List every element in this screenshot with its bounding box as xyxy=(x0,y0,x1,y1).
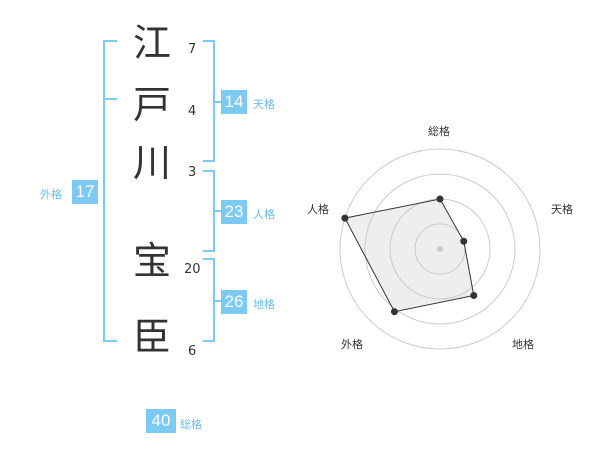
radar-axis-label-gaikaku: 外格 xyxy=(341,338,363,351)
name-char-4: 宝 xyxy=(132,239,171,283)
radar-grid xyxy=(339,148,541,350)
name-char-3: 川 xyxy=(132,141,171,185)
gaikaku-bracket-tick xyxy=(105,98,117,100)
radar-ring xyxy=(339,148,541,350)
gaikaku-label: 外格 xyxy=(40,188,62,201)
stroke-count-4: 20 xyxy=(184,262,201,277)
radar-series-polygon xyxy=(344,198,475,313)
radar-point-1 xyxy=(436,195,444,203)
chikaku-connector xyxy=(215,300,221,302)
radar-area xyxy=(344,198,475,313)
soukaku-value: 40 xyxy=(146,409,176,433)
name-char-1: 江 xyxy=(132,21,171,65)
jinkaku-value: 23 xyxy=(221,200,247,224)
name-char-5: 臣 xyxy=(132,315,171,359)
tenkaku-connector xyxy=(215,101,221,103)
stroke-count-2: 4 xyxy=(188,104,197,119)
radar-point-3 xyxy=(470,292,478,300)
stroke-count-5: 6 xyxy=(188,344,197,359)
soukaku-label: 総格 xyxy=(180,418,202,431)
radar-point-5 xyxy=(341,214,349,222)
stroke-count-1: 7 xyxy=(188,42,197,57)
jinkaku-connector xyxy=(215,210,221,212)
radar-axis-label-tenkaku: 天格 xyxy=(551,203,573,216)
chikaku-label: 地格 xyxy=(253,298,275,311)
radar-point-4 xyxy=(390,308,398,316)
radar-axis-label-soukaku: 総格 xyxy=(428,125,450,138)
radar-axis-label-jinkaku: 人格 xyxy=(307,203,329,216)
radar-points xyxy=(341,195,478,316)
name-char-2: 戸 xyxy=(132,83,171,127)
jinkaku-bracket xyxy=(203,170,215,252)
gaikaku-bracket xyxy=(103,40,117,342)
tenkaku-bracket xyxy=(203,40,215,162)
gaikaku-value: 17 xyxy=(72,180,98,204)
jinkaku-label: 人格 xyxy=(253,208,275,221)
radar-center xyxy=(437,246,443,252)
tenkaku-value: 14 xyxy=(221,90,247,114)
radar-point-2 xyxy=(460,237,468,245)
chikaku-bracket xyxy=(203,258,215,342)
radar-ring xyxy=(364,173,516,325)
tenkaku-label: 天格 xyxy=(253,98,275,111)
stroke-count-3: 3 xyxy=(188,165,197,180)
chikaku-value: 26 xyxy=(221,290,247,314)
radar-axis-label-chikaku: 地格 xyxy=(512,338,534,351)
